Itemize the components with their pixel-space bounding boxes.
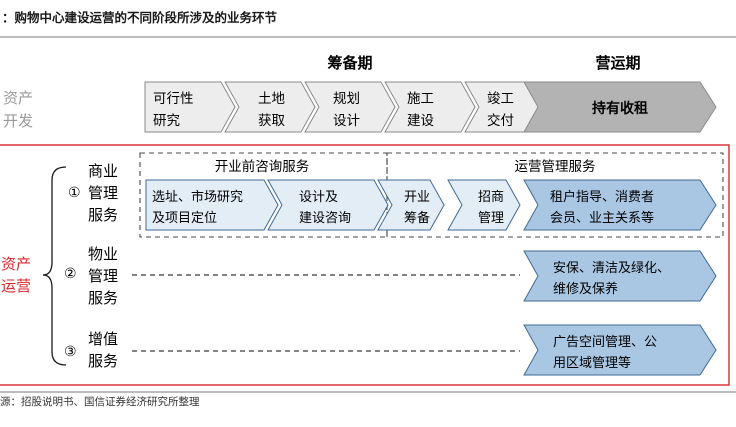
dev-step-construction-l2: 建设	[407, 113, 434, 129]
comm-step-design	[267, 179, 389, 231]
service-1-name-2: 管理	[88, 184, 118, 202]
comm-step-leasing-l2: 管理	[478, 211, 504, 226]
service-1-num: ①	[68, 185, 81, 201]
dev-step-land-l1: 土地	[258, 91, 285, 107]
comm-step-opening-prep	[377, 179, 445, 231]
dev-step-planning-l2: 设计	[333, 113, 360, 129]
service-2-name-1: 物业	[88, 245, 118, 263]
dev-step-land-l2: 获取	[258, 113, 285, 129]
brace-icon	[42, 166, 67, 366]
dev-step-completion-l2: 交付	[487, 112, 514, 129]
service-3-name-1: 增值	[88, 330, 118, 348]
dev-step-feasibility-l1: 可行性	[153, 91, 194, 107]
dev-step-planning-l1: 规划	[333, 91, 360, 107]
group-operation-mgmt-label: 运营管理服务	[515, 159, 596, 175]
comm-step-opening-prep-l1: 开业	[404, 190, 430, 205]
dev-step-completion-l1: 竣工	[487, 91, 514, 107]
row-label-management-1: 资产	[1, 255, 31, 273]
comm-step-tenant-relations	[523, 179, 717, 231]
service-1-name-3: 服务	[88, 206, 118, 224]
service-2-name-3: 服务	[88, 289, 118, 307]
value-added-step-l1: 广告空间管理、公	[553, 335, 657, 350]
comm-step-opening-prep-l2: 筹备	[404, 210, 430, 226]
dev-step-construction-l1: 施工	[407, 91, 434, 107]
property-step-l2: 维修及保养	[553, 281, 618, 297]
property-step	[523, 250, 717, 302]
phase-operation: 营运期	[595, 54, 640, 72]
value-added-step-l2: 用区域管理等	[553, 355, 631, 371]
dev-step-planning	[304, 81, 396, 133]
row-label-development-2: 开发	[3, 112, 33, 130]
service-3-num: ③	[64, 344, 77, 360]
source-note: 源：招股说明书、国信证券经济研究所整理	[0, 395, 200, 408]
phase-preparation: 筹备期	[327, 54, 372, 72]
comm-step-tenant-relations-l1: 租户指导、消费者	[550, 189, 654, 205]
property-step-l1: 安保、清洁及绿化、	[553, 261, 670, 276]
dev-step-feasibility-l2: 研究	[153, 113, 180, 129]
service-2-name-2: 管理	[88, 267, 118, 285]
row-label-development-1: 资产	[3, 89, 33, 107]
figure-caption: ：购物中心建设运营的不同阶段所涉及的业务环节	[2, 10, 278, 25]
development-steps: 可行性 研究 土地 获取 规划 设计 施工 建设 竣工 交付 持有收租	[144, 81, 717, 133]
comm-step-design-l2: 建设咨询	[299, 211, 351, 226]
value-added-step	[523, 324, 717, 376]
comm-step-leasing-l1: 招商	[478, 190, 504, 205]
dev-step-holding	[523, 81, 717, 133]
service-2-num: ②	[64, 266, 77, 282]
service-1-name-1: 商业	[88, 162, 118, 180]
comm-step-design-l1: 设计及	[299, 190, 338, 205]
comm-step-site-selection-l1: 选址、市场研究	[152, 189, 243, 205]
dev-step-holding-label: 持有收租	[592, 100, 648, 117]
group-pre-opening-label: 开业前咨询服务	[215, 158, 310, 175]
comm-step-tenant-relations-l2: 会员、业主关系等	[550, 210, 654, 226]
comm-step-leasing	[447, 179, 521, 231]
row-label-management-2: 运营	[1, 277, 31, 295]
asset-management-frame	[0, 144, 730, 386]
group-operation-mgmt	[386, 152, 724, 238]
service-3-name-2: 服务	[88, 352, 118, 370]
dev-step-feasibility	[144, 81, 236, 133]
commercial-steps: 选址、市场研究 及项目定位 设计及 建设咨询 开业 筹备 招商 管理 租户指导、…	[145, 179, 717, 231]
comm-step-site-selection	[145, 179, 279, 231]
comm-step-site-selection-l2: 及项目定位	[152, 211, 217, 226]
dev-step-land	[224, 81, 316, 133]
dev-step-construction	[384, 81, 476, 133]
